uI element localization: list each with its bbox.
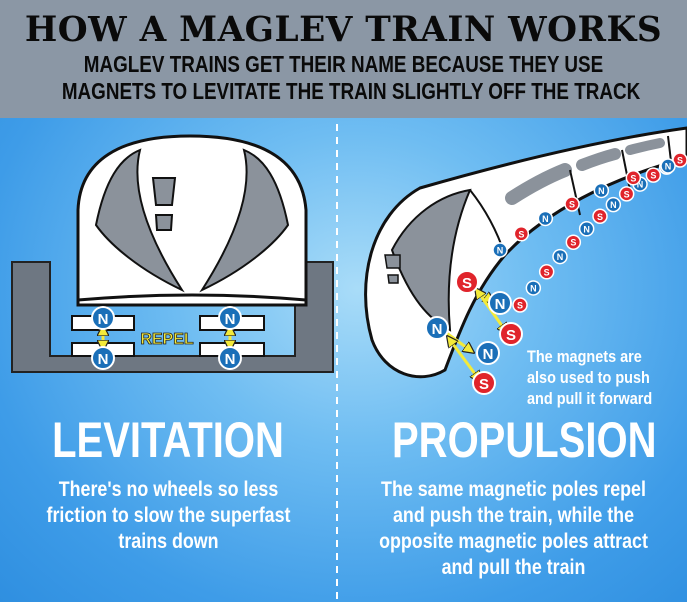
magnet-s-large: S bbox=[455, 270, 479, 294]
magnet-s-small: S bbox=[513, 226, 530, 242]
desc-line: and pull the train bbox=[441, 556, 586, 579]
desc-line: friction to slow the superfast bbox=[46, 504, 291, 527]
desc-line: and push the train, while the bbox=[392, 504, 635, 527]
magnet-s-small: S bbox=[625, 170, 642, 186]
magnet-s-small-label: S bbox=[569, 200, 575, 210]
svg-text:N: N bbox=[483, 346, 494, 363]
svg-text:S: S bbox=[506, 327, 516, 344]
magnet-n-small: N bbox=[605, 196, 622, 213]
desc-line: The same magnetic poles repel bbox=[381, 478, 646, 501]
svg-text:S: S bbox=[479, 376, 489, 393]
magnet-n-small: N bbox=[492, 242, 508, 258]
magnet-s-small: S bbox=[592, 208, 608, 224]
magnet-s-large: S bbox=[499, 322, 523, 346]
magnet-n-small: N bbox=[525, 280, 542, 296]
magnet-n-small-label: N bbox=[557, 252, 564, 262]
title: HOW A MAGLEV TRAIN WORKS bbox=[24, 9, 663, 50]
desc-line: opposite magnetic poles attract bbox=[379, 530, 648, 553]
magnet-n-4: N bbox=[218, 346, 242, 370]
magnet-n-2: N bbox=[91, 346, 115, 370]
magnet-n-small: N bbox=[593, 182, 610, 199]
magnet-s-small-label: S bbox=[677, 156, 683, 166]
note-line: also used to push bbox=[527, 368, 650, 387]
big-magnets: S N S N N S bbox=[425, 270, 523, 395]
maglev-side-view bbox=[364, 126, 687, 378]
levitation-description: There's no wheels so less friction to sl… bbox=[25, 477, 311, 555]
svg-text:N: N bbox=[98, 311, 109, 328]
magnet-s-small-label: S bbox=[624, 189, 630, 199]
levitation-heading: LEVITATION bbox=[52, 412, 284, 468]
svg-text:N: N bbox=[225, 351, 236, 368]
magnet-s-small: S bbox=[618, 186, 635, 202]
svg-text:N: N bbox=[225, 311, 236, 328]
magnet-s-small: S bbox=[672, 152, 687, 168]
magnet-s-small-label: S bbox=[570, 238, 576, 248]
magnet-s-small-label: S bbox=[630, 173, 636, 183]
svg-text:N: N bbox=[495, 296, 506, 313]
magnet-n-large: N bbox=[488, 291, 512, 315]
maglev-front-view bbox=[11, 134, 334, 373]
magnet-s-small-label: S bbox=[597, 212, 603, 222]
magnet-s-small-label: S bbox=[544, 267, 550, 277]
magnet-n-small-label: N bbox=[610, 200, 617, 210]
magnet-n-large: N bbox=[476, 341, 500, 365]
magnet-s-large: S bbox=[472, 371, 496, 395]
magnet-n-small-label: N bbox=[497, 246, 504, 256]
svg-text:N: N bbox=[98, 351, 109, 368]
magnet-s-small: S bbox=[564, 196, 580, 212]
magnet-n-small-label: N bbox=[637, 180, 644, 190]
magnet-n-3: N bbox=[218, 306, 242, 330]
magnet-s-small: S bbox=[565, 234, 582, 250]
magnet-s-small: S bbox=[512, 297, 528, 313]
propulsion-note: The magnets are also used to push and pu… bbox=[527, 346, 652, 409]
propulsion-magnets: SNSNSNSNSNSNSNSNSNSN bbox=[492, 152, 687, 313]
magnet-n-small-label: N bbox=[583, 224, 590, 234]
subtitle-line-2: MAGNETS TO LEVITATE THE TRAIN SLIGHTLY O… bbox=[61, 78, 641, 104]
subtitle-line-1: MAGLEV TRAINS GET THEIR NAME BECAUSE THE… bbox=[83, 51, 604, 77]
magnet-s-small-label: S bbox=[517, 301, 523, 311]
desc-line: trains down bbox=[118, 530, 219, 553]
repel-label: REPEL bbox=[140, 331, 194, 348]
note-line: The magnets are bbox=[527, 347, 642, 366]
magnet-n-small: N bbox=[552, 248, 568, 265]
header: HOW A MAGLEV TRAIN WORKS MAGLEV TRAINS G… bbox=[0, 0, 687, 118]
magnet-n-small-label: N bbox=[665, 162, 672, 172]
magnet-n-small: N bbox=[660, 158, 676, 174]
propulsion-heading: PROPULSION bbox=[392, 412, 657, 468]
svg-text:S: S bbox=[462, 275, 472, 292]
magnet-s-small-label: S bbox=[518, 229, 524, 239]
magnet-n-small: N bbox=[537, 210, 554, 227]
magnet-n-small: N bbox=[578, 221, 595, 237]
magnet-s-small: S bbox=[538, 264, 555, 280]
magnet-n-small-label: N bbox=[598, 186, 605, 196]
magnet-n-1: N bbox=[91, 306, 115, 330]
magnet-n-large: N bbox=[425, 316, 449, 340]
magnet-n-small-label: N bbox=[530, 283, 537, 293]
magnet-s-small: S bbox=[645, 167, 662, 183]
desc-line: There's no wheels so less bbox=[58, 478, 279, 501]
svg-text:N: N bbox=[432, 321, 443, 338]
propulsion-description: The same magnetic poles repel and push t… bbox=[370, 477, 656, 581]
note-line: and pull it forward bbox=[527, 389, 653, 408]
magnet-s-small-label: S bbox=[650, 171, 656, 181]
magnet-n-small-label: N bbox=[542, 214, 549, 224]
